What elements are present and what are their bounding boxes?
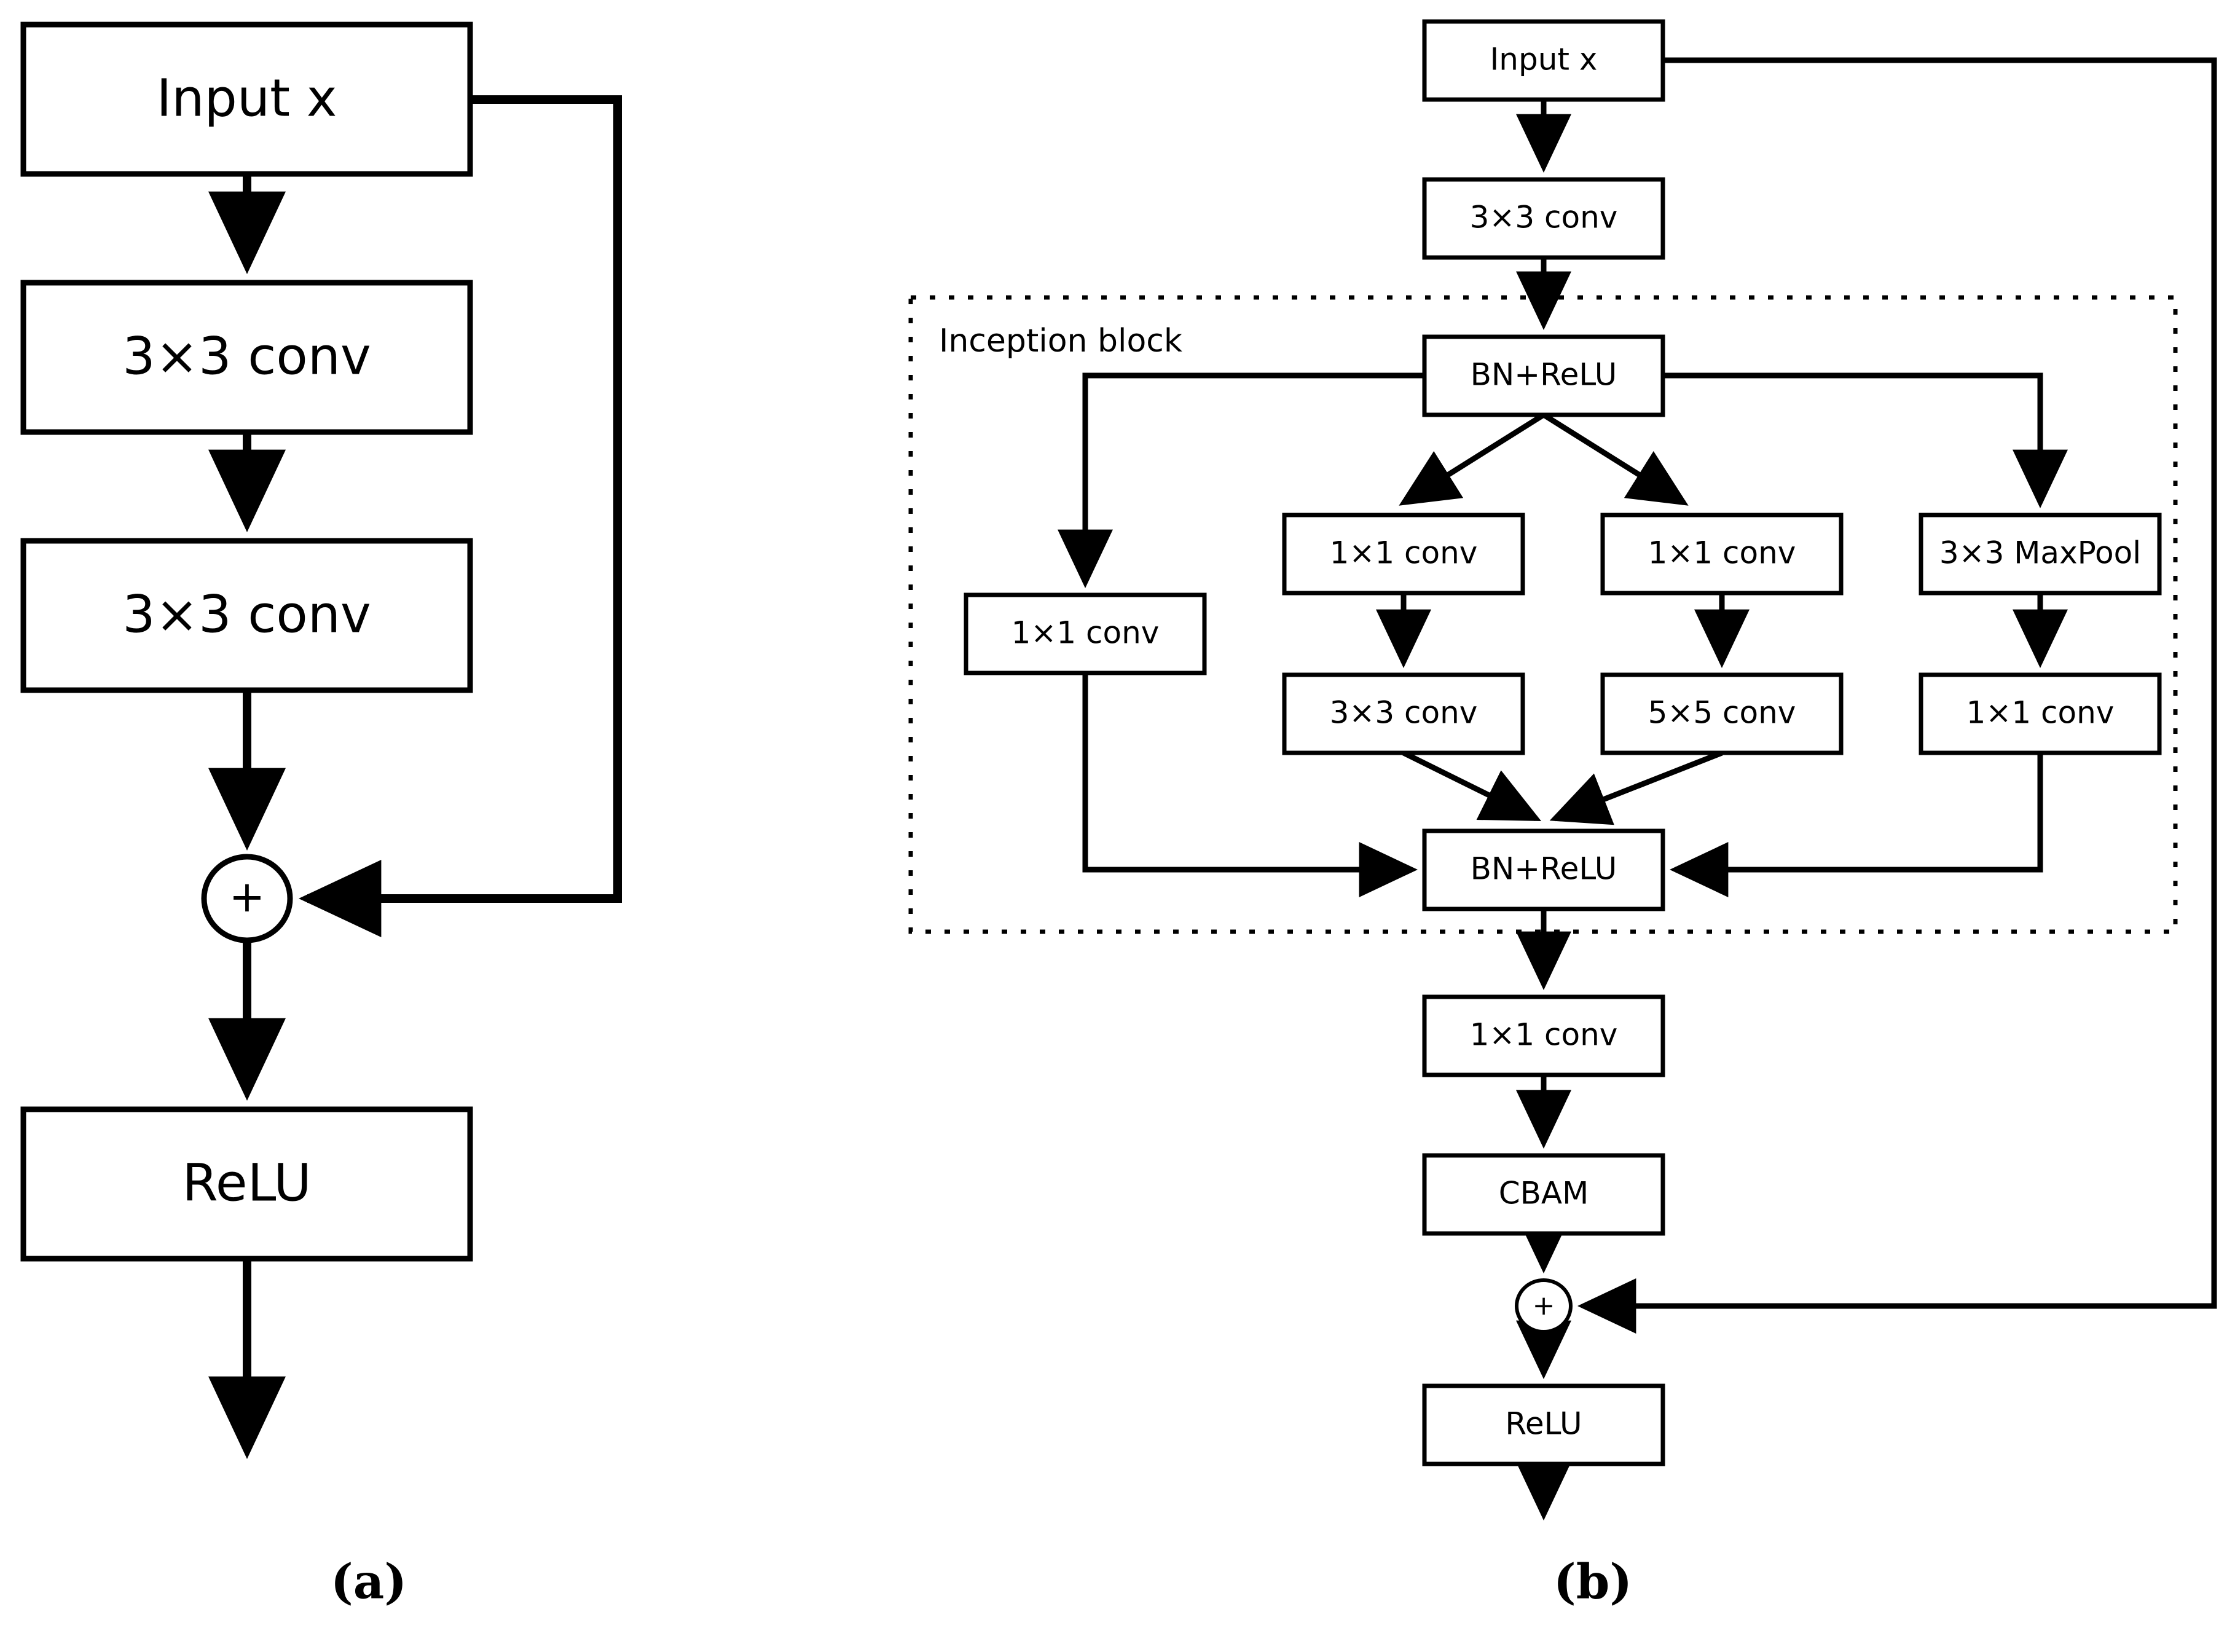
edge-b-br2c2-to-bnrelu2 — [1402, 750, 1542, 822]
edge-b-skip-connection — [1577, 57, 2217, 1334]
node-b-branch2-conv3x3-label: 3×3 conv — [1330, 695, 1478, 731]
node-b-branch2-conv1x1[interactable]: 1×1 conv — [1282, 513, 1525, 596]
node-a-conv2-label: 3×3 conv — [122, 584, 371, 644]
edge-b-br1-to-bnrelu2 — [1082, 673, 1418, 897]
node-b-bnrelu2[interactable]: BN+ReLU — [1422, 828, 1665, 911]
node-b-branch3-conv5x5-label: 5×5 conv — [1648, 695, 1796, 731]
node-b-bnrelu1[interactable]: BN+ReLU — [1422, 334, 1665, 417]
inception-region-label: Inception block — [939, 323, 1182, 360]
node-b-branch2-conv3x3-rect — [1282, 672, 1525, 755]
node-b-branch4-conv1x1-rect — [1919, 672, 2162, 755]
node-b-branch4-conv1x1[interactable]: 1×1 conv — [1919, 672, 2162, 755]
node-a-conv1-label: 3×3 conv — [122, 326, 371, 386]
edge-b-bnrelu1-to-branch1 — [1058, 372, 1424, 588]
node-b-conv33[interactable]: 3×3 conv — [1422, 177, 1665, 260]
node-b-branch2-conv1x1-rect — [1282, 513, 1525, 596]
node-b-conv1x1-tail-label: 1×1 conv — [1470, 1017, 1618, 1053]
node-b-branch3-conv1x1[interactable]: 1×1 conv — [1600, 513, 1844, 596]
node-b-bnrelu2-rect — [1422, 828, 1665, 911]
edge-b-br4c1-to-bnrelu2 — [1670, 753, 2043, 897]
panel-a-caption: (a) — [331, 1554, 407, 1610]
node-b-branch2-conv1x1-label: 1×1 conv — [1330, 535, 1478, 571]
node-b-conv1x1-tail-rect — [1422, 994, 1665, 1077]
node-a-adder[interactable]: + — [201, 854, 293, 943]
panel-a: Input x 3×3 conv 3×3 conv ReLU + (a) — [20, 22, 622, 1610]
panel-b-caption: (b) — [1554, 1554, 1632, 1610]
node-b-input-rect — [1422, 19, 1665, 102]
node-b-relu-label: ReLU — [1505, 1406, 1582, 1442]
node-b-bnrelu2-label: BN+ReLU — [1471, 851, 1617, 887]
node-a-conv2[interactable]: 3×3 conv — [20, 538, 473, 693]
node-b-conv33-label: 3×3 conv — [1470, 200, 1618, 235]
adder-circle-icon-b — [1515, 1278, 1573, 1334]
adder-plus-label: + — [229, 871, 265, 922]
node-b-branch4-maxpool-rect — [1919, 513, 2162, 596]
node-b-bnrelu1-rect — [1422, 334, 1665, 417]
node-b-branch3-conv1x1-label: 1×1 conv — [1648, 535, 1796, 571]
edge-skip-connection — [299, 95, 622, 937]
node-b-branch1-conv1x1-label: 1×1 conv — [1011, 615, 1160, 651]
edge-b-bnrelu1-to-branch2 — [1399, 412, 1546, 506]
edge-b-bnrelu1-to-branch3 — [1542, 412, 1689, 506]
node-b-cbam[interactable]: CBAM — [1422, 1153, 1665, 1236]
node-b-input-label: Input x — [1490, 42, 1598, 77]
node-b-branch3-conv5x5-rect — [1600, 672, 1844, 755]
panel-b: Inception block — [908, 19, 2217, 1610]
node-a-relu-rect — [20, 1106, 473, 1262]
node-a-input[interactable]: Input x — [20, 22, 473, 177]
edge-b-br3c2-to-bnrelu2 — [1549, 750, 1723, 825]
node-b-branch4-maxpool-label: 3×3 MaxPool — [1939, 535, 2141, 571]
node-b-adder[interactable]: + — [1515, 1278, 1573, 1334]
node-b-branch3-conv1x1-rect — [1600, 513, 1844, 596]
node-b-conv1x1-tail[interactable]: 1×1 conv — [1422, 994, 1665, 1077]
node-b-branch2-conv3x3[interactable]: 3×3 conv — [1282, 672, 1525, 755]
node-b-conv33-rect — [1422, 177, 1665, 260]
node-a-relu-label: ReLU — [182, 1152, 311, 1213]
node-b-branch4-conv1x1-label: 1×1 conv — [1966, 695, 2115, 731]
node-b-relu-rect — [1422, 1383, 1665, 1466]
node-a-conv1[interactable]: 3×3 conv — [20, 280, 473, 435]
node-a-input-label: Input x — [157, 68, 337, 128]
node-b-input[interactable]: Input x — [1422, 19, 1665, 102]
node-b-bnrelu1-label: BN+ReLU — [1471, 357, 1617, 393]
edge-b-bnrelu1-to-branch4 — [1663, 372, 2068, 508]
node-b-branch3-conv5x5[interactable]: 5×5 conv — [1600, 672, 1844, 755]
node-a-conv2-rect — [20, 538, 473, 693]
node-a-input-rect — [20, 22, 473, 177]
adder-circle-icon — [201, 854, 293, 943]
adder-plus-label-b: + — [1533, 1290, 1555, 1321]
node-a-relu[interactable]: ReLU — [20, 1106, 473, 1262]
node-b-cbam-rect — [1422, 1153, 1665, 1236]
panel-b-edges — [1058, 57, 2217, 1520]
node-b-branch4-maxpool[interactable]: 3×3 MaxPool — [1919, 513, 2162, 596]
node-b-branch1-conv1x1[interactable]: 1×1 conv — [964, 592, 1207, 675]
node-b-relu[interactable]: ReLU — [1422, 1383, 1665, 1466]
node-a-conv1-rect — [20, 280, 473, 435]
panel-a-edges — [208, 95, 622, 1459]
node-b-cbam-label: CBAM — [1499, 1176, 1589, 1211]
node-b-branch1-conv1x1-rect — [964, 592, 1207, 675]
